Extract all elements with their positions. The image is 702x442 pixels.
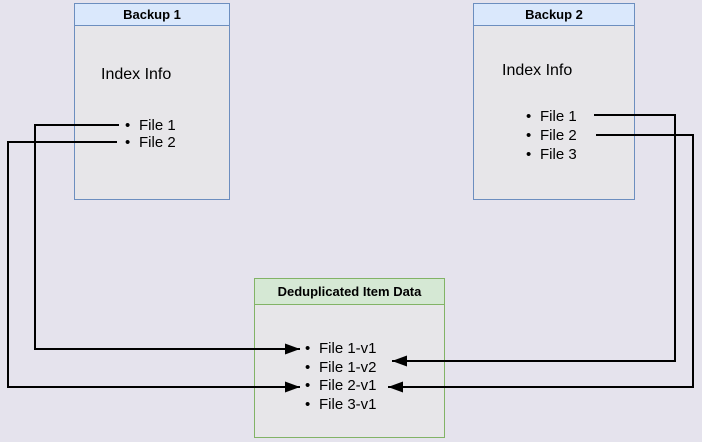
node-backup-2-index-info-label: Index Info <box>502 62 573 79</box>
list-item: File 1-v2 <box>305 359 377 378</box>
list-item: File 2 <box>125 134 176 151</box>
list-item: File 3-v1 <box>305 396 377 415</box>
node-backup-1-file-list: File 1 File 2 <box>125 117 176 151</box>
list-item: File 1 <box>526 107 577 126</box>
node-backup-2: Backup 2 Index Info File 1 File 2 File 3 <box>473 3 635 200</box>
list-item: File 2-v1 <box>305 377 377 396</box>
node-backup-1: Backup 1 Index Info File 1 File 2 <box>74 3 230 200</box>
list-item: File 3 <box>526 145 577 164</box>
node-backup-1-title: Backup 1 <box>75 4 229 26</box>
node-deduplicated-item-data: Deduplicated Item Data File 1-v1 File 1-… <box>254 278 445 438</box>
node-backup-2-file-list: File 1 File 2 File 3 <box>526 107 577 164</box>
list-item: File 1 <box>125 117 176 134</box>
list-item: File 1-v1 <box>305 340 377 359</box>
list-item: File 2 <box>526 126 577 145</box>
node-backup-1-index-info-label: Index Info <box>101 66 172 83</box>
node-backup-2-title: Backup 2 <box>474 4 634 26</box>
node-deduplicated-item-data-title: Deduplicated Item Data <box>255 279 444 305</box>
node-deduplicated-item-data-file-list: File 1-v1 File 1-v2 File 2-v1 File 3-v1 <box>305 340 377 414</box>
